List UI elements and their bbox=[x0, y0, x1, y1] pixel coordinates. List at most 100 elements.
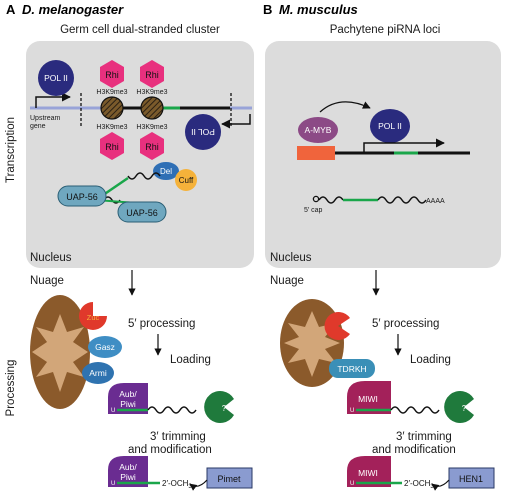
aub-piwi-complex-2: Aub/ Piwi bbox=[108, 456, 148, 487]
svg-text:Rhi: Rhi bbox=[105, 70, 119, 80]
amyb-protein bbox=[298, 117, 338, 143]
nucleosome-left bbox=[100, 96, 124, 120]
transcript-b-wavy-1 bbox=[318, 196, 344, 204]
u-label-a1: U bbox=[111, 408, 115, 414]
panel-a-nuage-label: Nuage bbox=[30, 275, 64, 287]
svg-text:MIWI: MIWI bbox=[358, 394, 378, 404]
pol2-reverse-ellipse bbox=[185, 114, 221, 150]
rhi-hexagon-2: Rhi bbox=[140, 60, 164, 88]
uap56-protein-1 bbox=[57, 185, 107, 207]
svg-text:Piwi: Piwi bbox=[120, 399, 136, 409]
panel-a-nucleus-label: Nucleus bbox=[30, 252, 72, 264]
reverse-tss-arrow bbox=[221, 114, 251, 129]
panel-b-processing5: 5′ processing bbox=[372, 318, 439, 330]
upstream-tss-arrow bbox=[35, 92, 71, 108]
pol2-b-label: POL II bbox=[378, 121, 402, 131]
gasz-label: Gasz bbox=[95, 342, 115, 352]
zuc-nuclease: Zuc bbox=[79, 302, 107, 330]
h3k9-label-3: H3K9me3 bbox=[96, 124, 127, 131]
amyb-binding-site bbox=[297, 146, 335, 160]
rhi-hexagon-1: Rhi bbox=[100, 60, 124, 88]
five-prime-cap bbox=[312, 195, 320, 203]
pre-pirna-tail-b bbox=[390, 406, 440, 414]
svg-text:?: ? bbox=[222, 404, 227, 413]
pol2-reverse-label: POL II bbox=[191, 127, 215, 137]
gasz-protein bbox=[88, 336, 122, 358]
pimet-action-arrow bbox=[189, 479, 208, 491]
panel-a-loading: Loading bbox=[170, 354, 211, 366]
side-label-transcription: Transcription bbox=[5, 117, 17, 183]
och3-label-a: 2′-OCH3 bbox=[162, 479, 192, 490]
h3k9-label-1: H3K9me3 bbox=[96, 89, 127, 96]
pimet-box bbox=[206, 467, 253, 489]
pol2-label: POL II bbox=[44, 73, 68, 83]
svg-text:Aub/: Aub/ bbox=[119, 389, 137, 399]
panel-a-letter: A bbox=[6, 2, 16, 17]
svg-text:Aub/: Aub/ bbox=[119, 462, 137, 472]
tdrkh-label: TDRKH bbox=[337, 364, 366, 374]
miwi-complex-1: MIWI bbox=[347, 381, 391, 414]
side-label-processing: Processing bbox=[5, 360, 17, 417]
svg-text:Rhi: Rhi bbox=[145, 142, 159, 152]
panel-a-trim1: 3′ trimming bbox=[150, 431, 206, 443]
trimmer-nuclease-a: ? bbox=[204, 391, 234, 423]
transcript-wavy-1 bbox=[127, 172, 161, 180]
del-label: Del bbox=[160, 167, 172, 176]
pol2-ellipse bbox=[38, 60, 74, 96]
armi-protein bbox=[82, 362, 114, 384]
svg-text:?: ? bbox=[462, 404, 467, 413]
cuff-protein bbox=[175, 169, 197, 191]
pachytene-tss-arrow bbox=[363, 138, 445, 153]
hen1-box bbox=[448, 467, 495, 489]
h3k9-label-4: H3K9me3 bbox=[136, 124, 167, 131]
pol2-b-ellipse bbox=[370, 109, 410, 143]
nucleosome-right bbox=[140, 96, 164, 120]
panel-b-trim2: and modification bbox=[372, 444, 456, 456]
polya-tail-label: AAAA bbox=[426, 198, 445, 205]
pimet-label: Pimet bbox=[217, 474, 241, 484]
zuc-label: Zuc bbox=[87, 313, 100, 322]
uap56-label-2: UAP-56 bbox=[126, 208, 158, 218]
amyb-activation-arrow bbox=[319, 101, 371, 113]
svg-text:Rhi: Rhi bbox=[105, 142, 119, 152]
rhi-hexagon-3: Rhi bbox=[100, 132, 124, 160]
hen1-label: HEN1 bbox=[459, 474, 483, 484]
panel-b-nuage-label: Nuage bbox=[270, 275, 304, 287]
svg-text:Rhi: Rhi bbox=[145, 70, 159, 80]
rhi-hexagon-4: Rhi bbox=[140, 132, 164, 160]
panel-b-subtitle: Pachytene piRNA loci bbox=[330, 24, 441, 36]
uap56-label-1: UAP-56 bbox=[66, 192, 98, 202]
panel-a-subtitle: Germ cell dual-stranded cluster bbox=[60, 24, 220, 36]
upstream-label-1: Upstream bbox=[30, 115, 61, 122]
amyb-label: A-MYB bbox=[305, 125, 332, 135]
miwi-complex-2: MIWI bbox=[347, 456, 391, 487]
nuclease-b bbox=[324, 312, 350, 341]
pre-pirna-tail-a bbox=[147, 406, 197, 414]
aub-piwi-complex-1: Aub/ Piwi bbox=[108, 383, 148, 414]
h3k9-label-2: H3K9me3 bbox=[136, 89, 167, 96]
u-label-b2: U bbox=[350, 481, 354, 487]
trimmer-nuclease-b: ? bbox=[444, 390, 474, 423]
mitochondrion-a bbox=[30, 295, 90, 409]
svg-text:Piwi: Piwi bbox=[120, 472, 136, 482]
svg-text:MIWI: MIWI bbox=[358, 468, 378, 478]
uap56-protein-2 bbox=[117, 201, 167, 223]
panel-b-nucleus-label: Nucleus bbox=[270, 252, 312, 264]
panel-a-trim2: and modification bbox=[128, 444, 212, 456]
armi-label: Armi bbox=[89, 368, 107, 378]
panel-a-nucleus bbox=[26, 41, 254, 268]
panel-b-trim1: 3′ trimming bbox=[396, 431, 452, 443]
u-label-a2: U bbox=[111, 481, 115, 487]
panel-b-loading: Loading bbox=[410, 354, 451, 366]
cap-label: 5′ cap bbox=[304, 207, 323, 214]
cuff-label: Cuff bbox=[179, 176, 194, 185]
panel-b-species: M. musculus bbox=[279, 2, 358, 17]
och3-label-b: 2′-OCH3 bbox=[404, 479, 434, 490]
panel-a-species: D. melanogaster bbox=[22, 2, 124, 17]
tdrkh-protein bbox=[329, 359, 375, 378]
panel-a-processing5: 5′ processing bbox=[128, 318, 195, 330]
upstream-label-2: gene bbox=[30, 123, 46, 130]
u-label-b1: U bbox=[350, 408, 354, 414]
